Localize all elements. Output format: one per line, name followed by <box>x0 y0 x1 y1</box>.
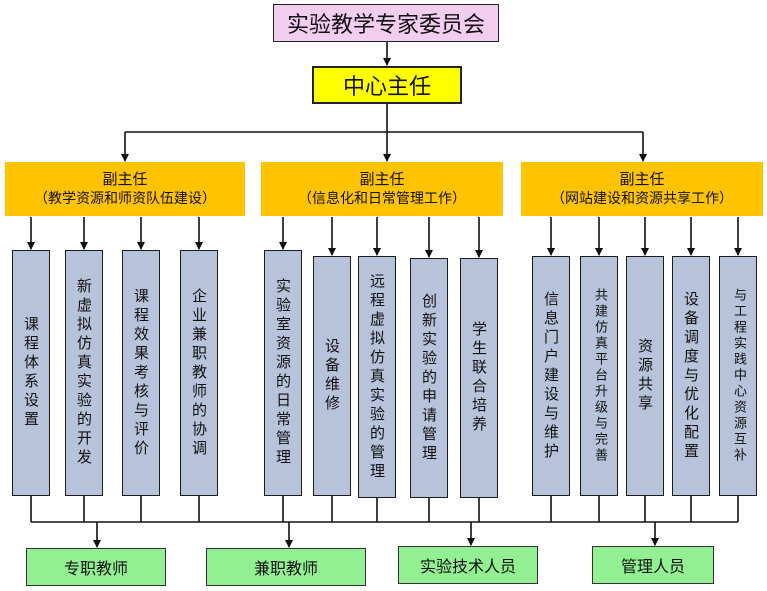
task-label: 与工程实践中心资源互补 <box>731 288 746 464</box>
deputy-area: （信息化和日常管理工作） <box>298 191 466 207</box>
task-box: 创新实验的申请管理 <box>410 258 448 498</box>
task-box: 设备维修 <box>313 256 351 496</box>
staff-label: 实验技术人员 <box>419 557 516 576</box>
task-box: 新虚拟仿真实验的开发 <box>65 250 103 496</box>
deputy-box-informatization: 副主任 （信息化和日常管理工作） <box>261 162 503 216</box>
committee-box: 实验教学专家委员会 <box>273 4 499 42</box>
director-label: 中心主任 <box>342 75 431 100</box>
task-label: 创新实验的申请管理 <box>420 292 438 464</box>
staff-box: 管理人员 <box>592 546 714 584</box>
task-box: 远程虚拟仿真实验的管理 <box>358 256 396 498</box>
task-label: 资源共享 <box>636 338 654 414</box>
task-label: 设备调度与优化配置 <box>682 290 700 462</box>
task-box: 资源共享 <box>626 256 664 496</box>
director-box: 中心主任 <box>312 66 462 104</box>
task-box: 共建仿真平台升级与完善 <box>580 256 618 496</box>
deputy-area: （教学资源和师资队伍建设） <box>34 191 216 207</box>
staff-box: 兼职教师 <box>206 548 366 586</box>
task-label: 信息门户建设与维护 <box>542 290 560 462</box>
task-label: 共建仿真平台升级与完善 <box>592 288 607 464</box>
task-box: 信息门户建设与维护 <box>532 256 570 496</box>
deputy-box-teaching: 副主任 （教学资源和师资队伍建设） <box>5 162 245 216</box>
task-label: 课程体系设置 <box>22 316 40 430</box>
task-box: 实验室资源的日常管理 <box>264 250 302 496</box>
task-box: 课程体系设置 <box>12 250 50 496</box>
task-box: 课程效果考核与评价 <box>122 250 160 496</box>
committee-label: 实验教学专家委员会 <box>286 13 485 38</box>
deputy-title: 副主任 <box>102 170 148 188</box>
task-label: 课程效果考核与评价 <box>132 287 150 459</box>
staff-box: 实验技术人员 <box>398 546 538 584</box>
staff-box: 专职教师 <box>26 548 166 586</box>
staff-label: 管理人员 <box>620 557 685 576</box>
task-box: 学生联合培养 <box>460 258 498 498</box>
task-label: 实验室资源的日常管理 <box>274 278 292 468</box>
deputy-title: 副主任 <box>359 170 405 188</box>
task-label: 设备维修 <box>323 338 341 414</box>
task-label: 学生联合培养 <box>470 321 488 435</box>
deputy-area: （网站建设和资源共享工作） <box>551 191 733 207</box>
task-label: 新虚拟仿真实验的开发 <box>75 278 93 468</box>
staff-label: 兼职教师 <box>253 559 318 578</box>
deputy-title: 副主任 <box>619 170 665 188</box>
task-label: 企业兼职教师的协调 <box>190 287 208 459</box>
task-label: 远程虚拟仿真实验的管理 <box>368 272 386 482</box>
deputy-box-website: 副主任 （网站建设和资源共享工作） <box>521 162 763 216</box>
task-box: 设备调度与优化配置 <box>672 256 710 496</box>
staff-label: 专职教师 <box>63 559 128 578</box>
task-box: 企业兼职教师的协调 <box>180 250 218 496</box>
task-box: 与工程实践中心资源互补 <box>719 256 757 496</box>
